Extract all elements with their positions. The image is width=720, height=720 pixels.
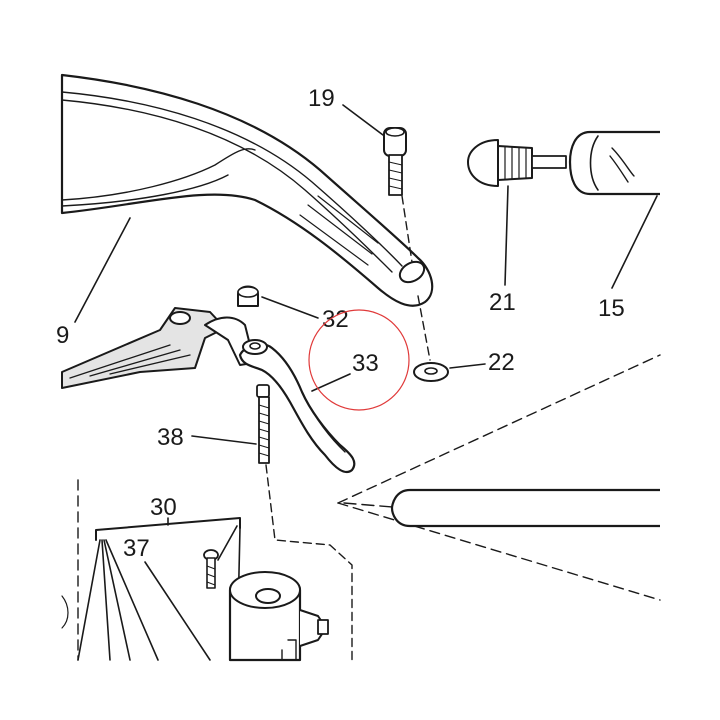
pivot-pin-38 [256, 384, 270, 464]
label-33: 33 [352, 350, 379, 377]
leader-32 [261, 296, 319, 319]
leader-38 [191, 435, 257, 445]
bolt-19 [383, 127, 407, 196]
washer-22 [413, 362, 449, 382]
curved-handlebar-frame [60, 73, 434, 307]
label-edge-9: 9 [56, 322, 69, 349]
leader-21 [504, 185, 509, 286]
assembly-line-22 [417, 295, 431, 361]
label-21: 21 [489, 289, 516, 316]
small-screw [203, 549, 219, 589]
leader-frame [74, 217, 131, 323]
leader-19 [342, 104, 384, 136]
label-30: 30 [150, 494, 177, 521]
assembly-line-19 [401, 195, 413, 263]
leader-15 [611, 195, 658, 289]
nut-32 [237, 285, 259, 307]
leader-22 [449, 363, 486, 369]
highlight-circle [308, 309, 410, 411]
assembly-line-38 [265, 464, 353, 661]
detail-axis [343, 502, 393, 508]
footrest-bracket [61, 307, 273, 389]
label-37: 37 [123, 535, 150, 562]
edge-fragment [61, 595, 69, 629]
master-cylinder [228, 571, 329, 662]
label-38: 38 [157, 424, 184, 451]
group-30-leaders [77, 525, 241, 661]
brake-pedal-33 [238, 339, 356, 474]
label-32: 32 [322, 306, 349, 333]
handgrip-15 [568, 130, 660, 196]
bar-end-plug-21 [467, 139, 567, 187]
label-22: 22 [488, 349, 515, 376]
leader-33 [311, 373, 351, 392]
label-15: 15 [598, 295, 625, 322]
label-19: 19 [308, 85, 335, 112]
handlebar-tube-detail [390, 488, 660, 528]
detail-view-outline [337, 354, 661, 601]
